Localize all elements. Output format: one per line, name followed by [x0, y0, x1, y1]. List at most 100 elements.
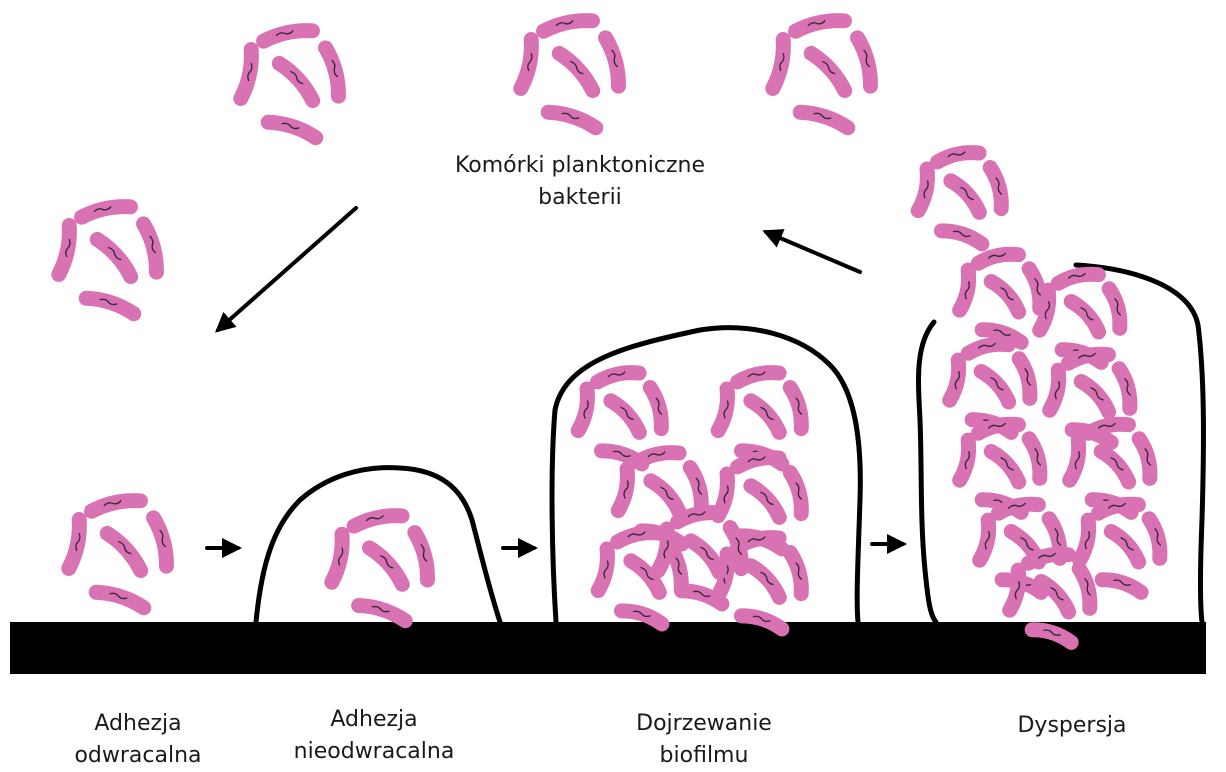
bacterium [96, 588, 145, 608]
bacterium [800, 108, 849, 128]
bacterium [621, 607, 663, 624]
bacterium [611, 398, 643, 433]
arrow-attach-down [218, 208, 356, 330]
bacterium [991, 448, 1022, 481]
bacterium [332, 534, 347, 583]
stage-label-line2: biofilmu [636, 740, 772, 772]
bacterium [950, 360, 963, 401]
bacterium [1097, 500, 1138, 513]
bacterium [937, 149, 980, 162]
bacterium [279, 60, 316, 100]
bacterium [990, 166, 1005, 208]
stage-label-dispersion: Dyspersja [1017, 710, 1126, 742]
bacterium [751, 483, 783, 518]
bacterium [606, 37, 623, 86]
bacterium [81, 202, 131, 217]
bacterium [1071, 298, 1102, 331]
planktonic-title-line1: Komórki planktoniczne [455, 150, 705, 182]
bacterium [241, 50, 256, 100]
bacterium [967, 340, 1008, 353]
bacterium [1029, 438, 1044, 479]
bacterium [1101, 448, 1132, 481]
bacterium [751, 563, 783, 598]
bacterium [651, 478, 683, 513]
bacterium [359, 601, 407, 620]
stage-label-line1: Dyspersja [1017, 710, 1126, 742]
planktonic-title-line2: bakterii [455, 182, 705, 214]
stage-label-irreversible: Adhezja nieodwracalna [294, 704, 455, 768]
arrow-disperse-up [766, 232, 860, 272]
bacterium [1109, 288, 1124, 329]
bacterium [737, 369, 780, 382]
bacterium [997, 500, 1038, 513]
bacterium [1119, 368, 1134, 409]
bacterium [858, 37, 875, 86]
dispersion-outline-left [919, 322, 936, 622]
stage-label-line1: Adhezja [294, 704, 455, 736]
bacterium [977, 250, 1018, 263]
stage-label-maturation: Dojrzewanie biofilmu [636, 708, 772, 772]
bacterium [69, 520, 84, 570]
bacterium [811, 50, 848, 90]
bacterium [369, 545, 405, 584]
bacterium [107, 530, 144, 570]
bacterium [690, 466, 705, 508]
bacterium [790, 386, 805, 428]
planktonic-title: Komórki planktoniczne bakterii [455, 150, 705, 214]
bacterium [790, 471, 805, 513]
bacterium [1010, 570, 1023, 611]
bacterium [597, 369, 640, 382]
stage-label-line2: nieodwracalna [294, 736, 455, 768]
stage-label-line1: Adhezja [74, 708, 201, 740]
bacterium [751, 398, 783, 433]
bacterium [59, 226, 74, 276]
bacterium [1040, 290, 1053, 331]
bacterium [617, 529, 660, 542]
bacterium [1079, 568, 1094, 609]
bacterium [1027, 550, 1068, 563]
bacterium [795, 16, 845, 31]
bacterium [960, 440, 973, 481]
bacterium [918, 169, 931, 212]
stage-label-reversible: Adhezja odwracalna [74, 708, 201, 772]
bacterium [977, 420, 1018, 433]
bacterium [353, 512, 402, 527]
bacterium [268, 118, 317, 138]
bacterium [86, 294, 135, 314]
bacterium [1019, 358, 1034, 399]
bacterium [91, 496, 141, 511]
bacterium [1050, 370, 1063, 411]
bacterium [980, 520, 993, 561]
bacterium [1087, 420, 1128, 433]
bacterium [97, 236, 134, 276]
bacterium [650, 386, 665, 428]
bacterium [1149, 518, 1164, 559]
bacterium [144, 223, 161, 272]
bacterium [618, 469, 631, 512]
bacterium [1111, 528, 1142, 561]
stage-label-line2: odwracalna [74, 740, 201, 772]
bacterium [773, 40, 788, 90]
bacterium [691, 538, 723, 573]
bacterium [1139, 438, 1154, 479]
bacterium [1067, 350, 1108, 363]
bacterium [951, 178, 983, 213]
bacterium [1081, 378, 1112, 411]
bacterium [263, 26, 313, 41]
bacterium [941, 227, 983, 244]
bacterium [415, 531, 432, 579]
bacterium [548, 108, 597, 128]
bacterium [543, 16, 593, 31]
bacterium [521, 40, 536, 90]
bacterium [1102, 575, 1142, 592]
bacterium [598, 549, 611, 592]
bacterium [154, 517, 171, 566]
bacterium [559, 50, 596, 90]
stage-label-line1: Dojrzewanie [636, 708, 772, 740]
bacterium [790, 551, 805, 593]
bacterium [718, 389, 731, 432]
bacterium [991, 278, 1022, 311]
bacterium [1080, 520, 1093, 561]
bacterium [1057, 270, 1098, 283]
